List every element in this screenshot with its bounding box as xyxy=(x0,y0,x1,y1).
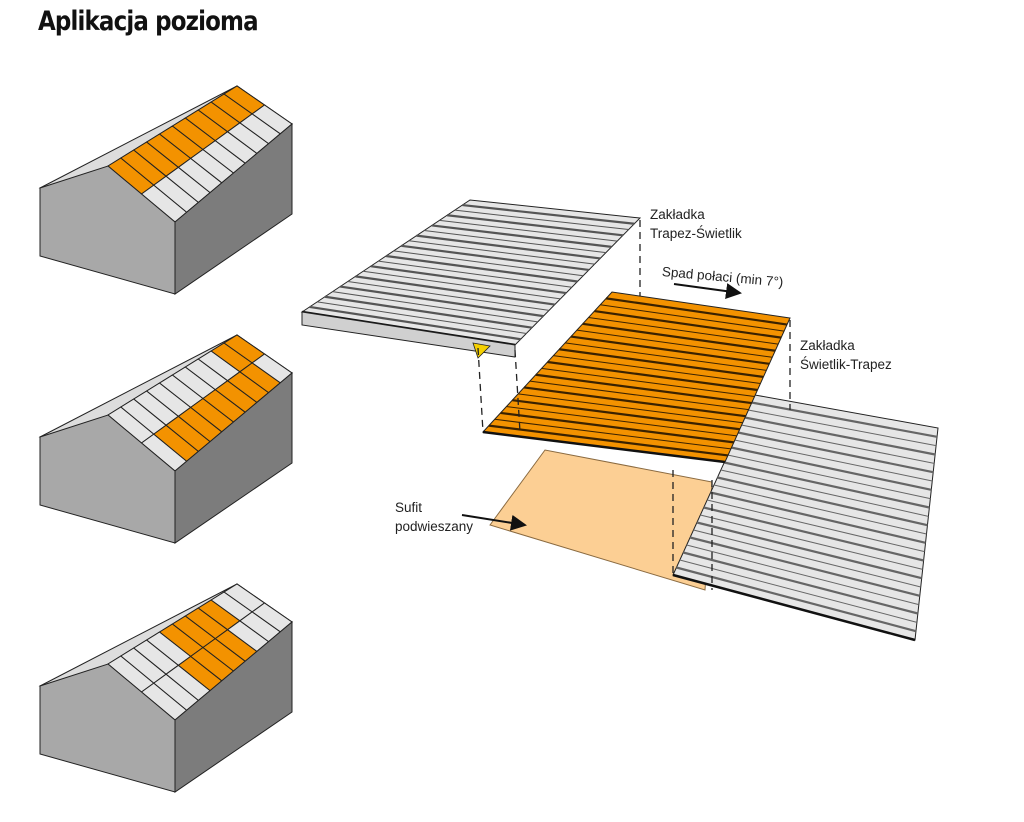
corrugation-line xyxy=(576,329,773,358)
corrugation-line xyxy=(679,559,918,623)
corrugation-line xyxy=(332,291,538,323)
corrugation-line xyxy=(347,280,550,311)
corrugation-line xyxy=(693,529,921,588)
corrugation-line xyxy=(734,439,933,482)
corrugation-line xyxy=(370,265,567,295)
corrugation-line xyxy=(340,285,544,318)
corrugation-line xyxy=(523,386,746,418)
trapez-sheet-right-edge xyxy=(672,573,916,642)
corrugation-line xyxy=(682,551,919,615)
side-wall xyxy=(174,122,293,295)
trapez-sheet-top xyxy=(300,199,642,347)
corrugation-line xyxy=(317,301,527,334)
skylight-sheet-edge xyxy=(482,430,726,464)
side-wall xyxy=(174,371,293,544)
corrugation-line xyxy=(512,399,740,431)
corrugation-line xyxy=(393,250,584,277)
corrugation-line xyxy=(553,355,761,384)
corrugation-line xyxy=(494,418,731,450)
corrugation-line xyxy=(588,316,779,345)
ceiling-label-line2: podwieszany xyxy=(395,519,474,534)
corrugation-line xyxy=(717,476,928,527)
corrugation-line xyxy=(737,431,934,474)
corrugation-line xyxy=(559,348,764,378)
corrugation-line xyxy=(488,424,729,457)
overlap-bottom-label: Zakładka Świetlik-Trapez xyxy=(800,336,892,374)
corrugation-line xyxy=(424,230,606,254)
overlap-top-label: Zakładka Trapez-Świetlik xyxy=(650,205,742,243)
ceiling-label-line1: Sufit xyxy=(395,500,423,515)
building-variant-1 xyxy=(38,85,293,295)
corrugation-line xyxy=(378,260,572,288)
corrugation-line xyxy=(408,240,595,265)
corrugation-line xyxy=(686,544,919,606)
slope-arrow-icon xyxy=(673,283,742,300)
corrugation-line xyxy=(710,491,926,544)
corrugation-line xyxy=(696,521,922,580)
corrugation-line xyxy=(385,254,578,283)
corrugation-line xyxy=(582,322,776,352)
corrugation-line xyxy=(700,514,923,570)
corrugation-line xyxy=(689,536,921,597)
side-wall xyxy=(174,620,293,793)
corrugation-line xyxy=(518,393,743,424)
corrugation-line xyxy=(565,342,767,371)
corrugation-line xyxy=(324,295,533,329)
corrugation-line xyxy=(727,454,931,500)
corrugation-line xyxy=(730,446,932,491)
corrugation-line xyxy=(724,461,930,509)
corrugation-line xyxy=(416,234,601,260)
ceiling-label: Sufit podwieszany xyxy=(395,498,473,536)
corrugation-line xyxy=(500,411,735,444)
corrugation-line xyxy=(605,297,788,326)
corrugation-line xyxy=(439,219,618,242)
corrugation-line xyxy=(401,244,590,272)
corrugation-line xyxy=(506,406,737,437)
corrugation-line xyxy=(703,506,924,562)
overlap-bottom-label-line1: Zakładka xyxy=(800,338,855,353)
corrugation-line xyxy=(355,275,555,306)
corrugation-line xyxy=(446,214,624,237)
corrugation-line xyxy=(741,424,935,464)
corrugation-line xyxy=(454,209,629,231)
building-variant-3 xyxy=(38,583,293,793)
corrugation-line xyxy=(600,304,785,332)
dashed-guide-line xyxy=(477,347,484,433)
corrugation-line xyxy=(363,270,561,300)
corrugation-line xyxy=(570,335,770,365)
overlap-bottom-label-line2: Świetlik-Trapez xyxy=(800,357,892,372)
corrugation-line xyxy=(748,409,937,447)
corrugation-line xyxy=(707,499,925,553)
corrugation-line xyxy=(744,416,936,456)
corrugation-line xyxy=(594,310,782,339)
corrugation-line xyxy=(676,566,917,633)
dashed-guide-line xyxy=(514,349,521,433)
corrugation-line xyxy=(751,401,938,438)
corrugation-line xyxy=(547,360,758,392)
sealant-marker xyxy=(472,342,491,359)
corrugation-line xyxy=(309,305,521,341)
corrugation-line xyxy=(535,373,752,405)
overlap-top-label-line2: Trapez-Świetlik xyxy=(650,226,742,241)
corrugation-line xyxy=(541,367,755,398)
ceiling-arrow-icon xyxy=(461,514,527,531)
corrugation-line xyxy=(431,224,612,248)
corrugation-line xyxy=(713,484,927,535)
corrugation-line xyxy=(720,469,929,517)
overlap-top-label-line1: Zakładka xyxy=(650,207,705,222)
corrugation-line xyxy=(462,203,635,225)
corrugation-line xyxy=(529,380,749,411)
skylight-sheet xyxy=(481,291,791,464)
trapez-sheet-right xyxy=(672,394,939,642)
building-variant-2 xyxy=(38,334,293,544)
page-title: Aplikacja pozioma xyxy=(38,6,259,37)
